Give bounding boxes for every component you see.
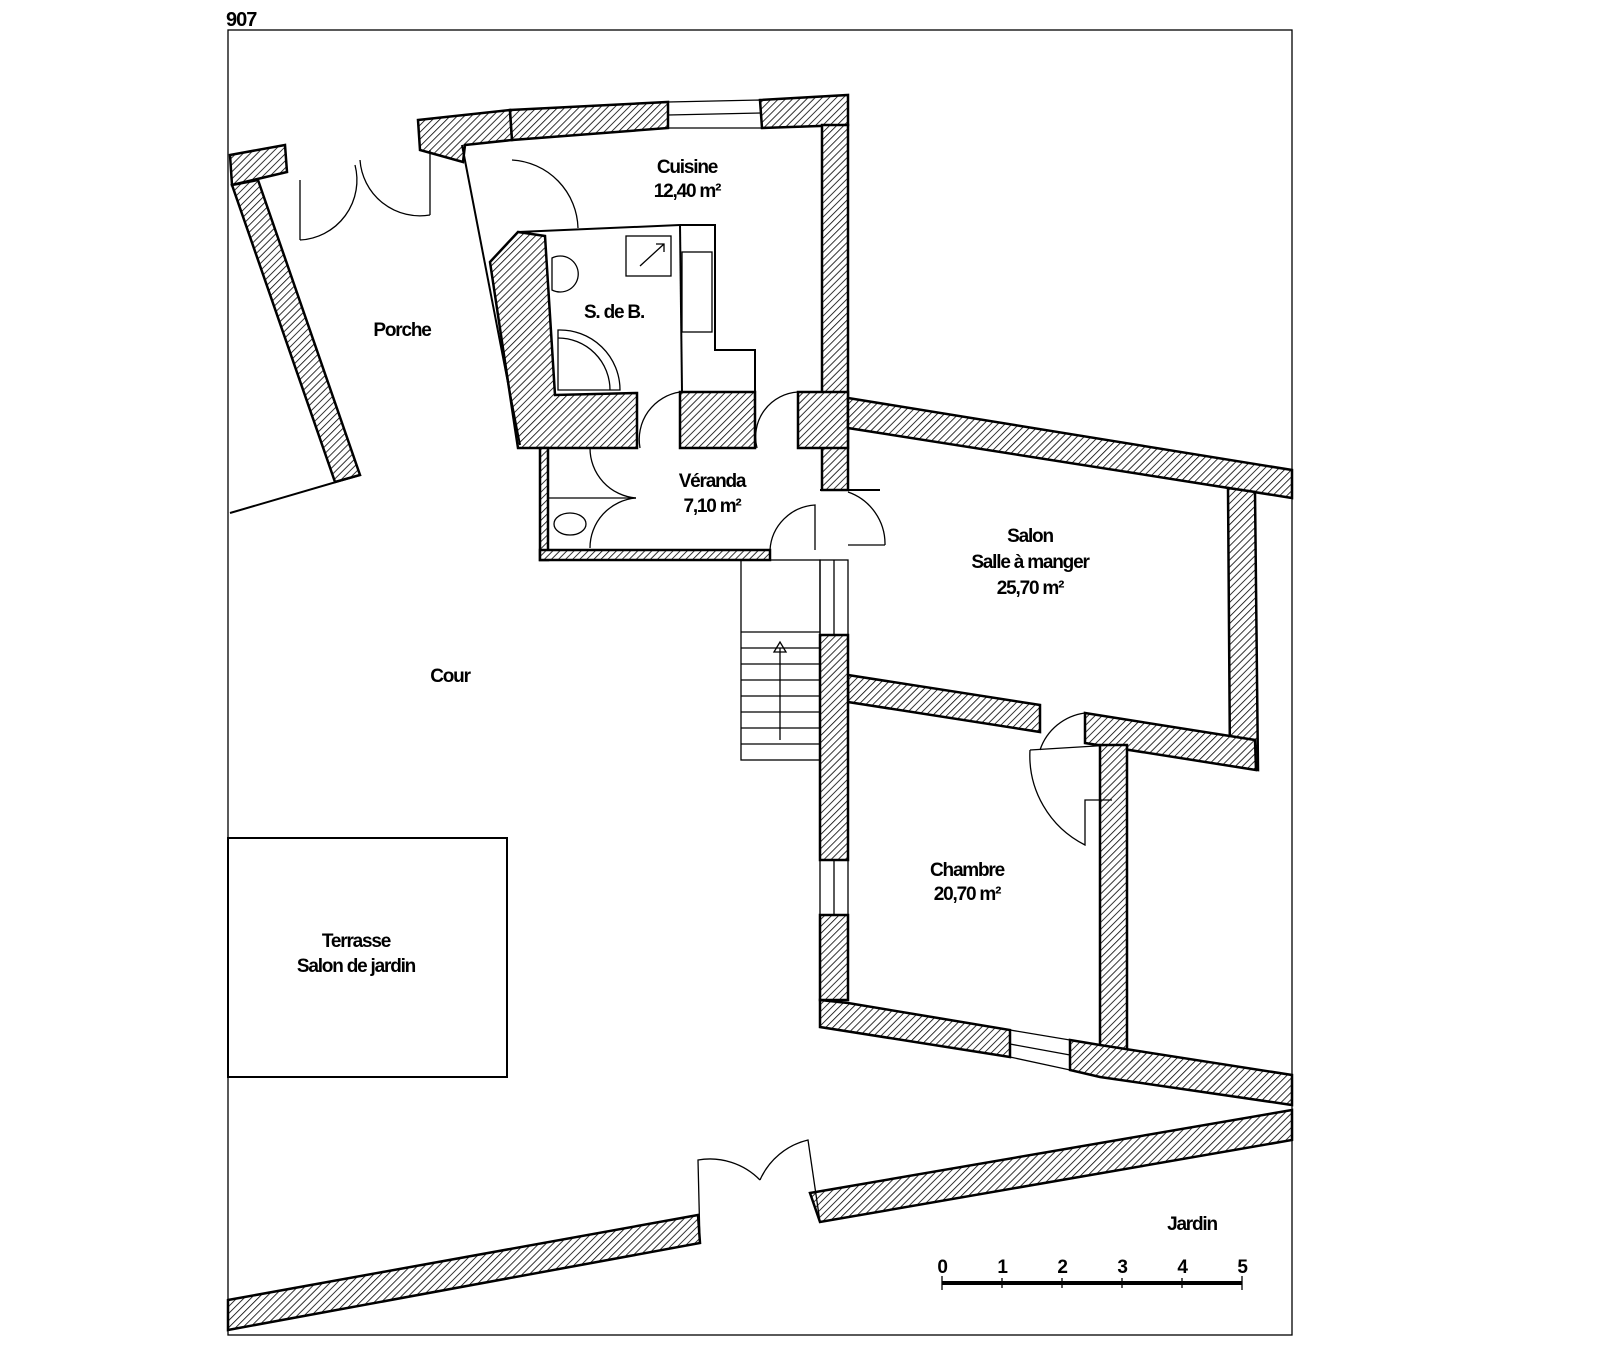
- scale-tick-label: 1: [997, 1257, 1008, 1278]
- room-area-salon: 25,70 m²: [997, 578, 1064, 599]
- room-label-jardin: Jardin: [1167, 1214, 1217, 1235]
- terrasse-area: [227, 837, 508, 1078]
- room-label-chambre: Chambre: [930, 860, 1005, 881]
- interior-lines: [229, 144, 880, 536]
- doors: [299, 150, 1113, 1244]
- windows: [667, 99, 1071, 1071]
- scale-tick-label: 0: [937, 1257, 947, 1278]
- plot-frame: [227, 29, 1293, 1336]
- room-label-cour: Cour: [430, 666, 471, 687]
- room-area-chambre: 20,70 m²: [934, 884, 1001, 905]
- room-label-cuisine: Cuisine: [657, 157, 718, 178]
- scale-bar: 0 1 2 3 4 5: [937, 1257, 1250, 1290]
- scale-tick-label: 3: [1117, 1257, 1127, 1278]
- scale-tick-label: 2: [1057, 1257, 1067, 1278]
- room-label-porche: Porche: [373, 320, 431, 341]
- walls: [226, 93, 1294, 1332]
- room-area-veranda: 7,10 m²: [683, 496, 741, 517]
- room-label-terrasse: Terrasse: [322, 931, 391, 952]
- scale-tick-label: 4: [1177, 1257, 1188, 1278]
- room-label-salle-a-manger: Salle à manger: [971, 552, 1090, 573]
- staircase: [740, 559, 821, 761]
- room-area-cuisine: 12,40 m²: [654, 181, 721, 202]
- room-label-salon: Salon: [1007, 526, 1053, 547]
- scale-tick-label: 5: [1237, 1257, 1248, 1278]
- room-label-veranda: Véranda: [679, 471, 747, 492]
- room-label-sdb: S. de B.: [584, 302, 644, 323]
- room-label-salon-de-jardin: Salon de jardin: [297, 956, 416, 977]
- sheet-number: 907: [226, 9, 257, 31]
